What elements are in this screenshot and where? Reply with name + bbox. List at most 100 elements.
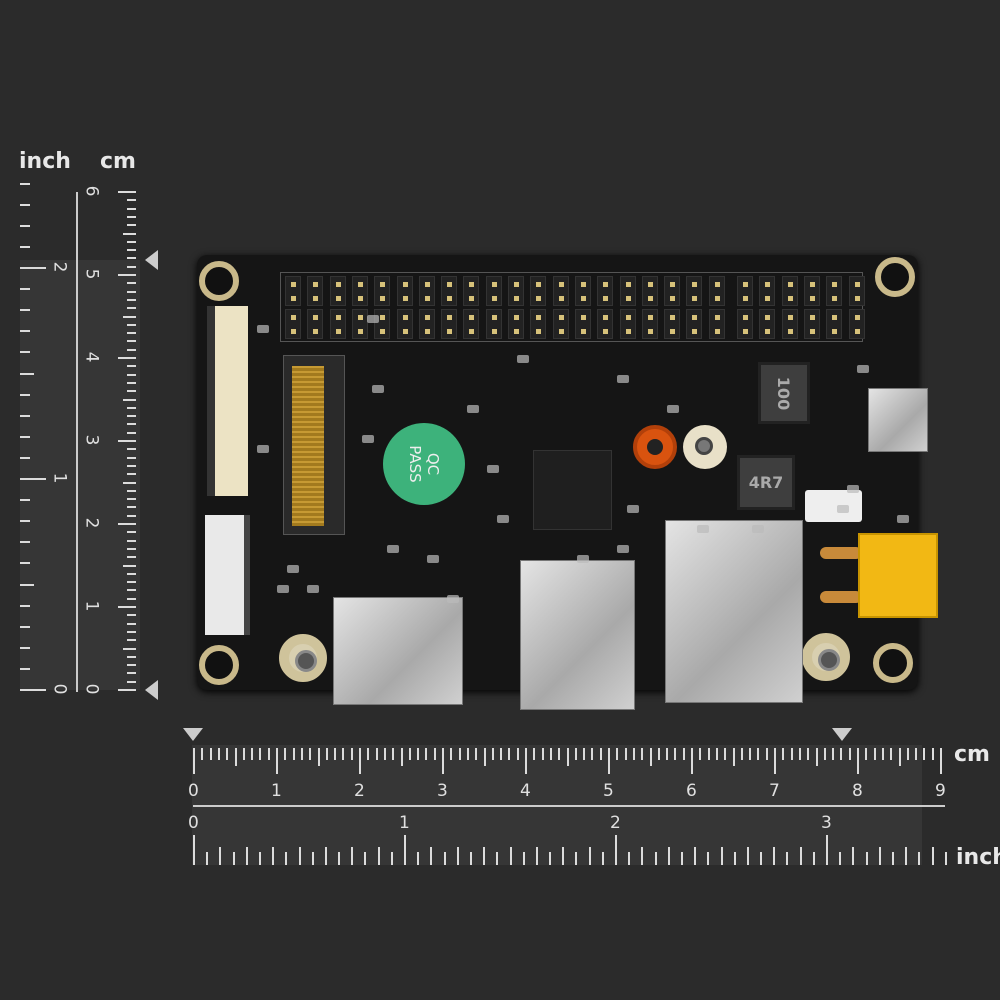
cm-tick [798,748,801,760]
smd-component [627,505,639,513]
smd-component [257,325,269,333]
cm-tick-label: 6 [81,185,102,197]
xt30-power-connector[interactable] [858,533,938,618]
cm-tick [334,748,337,760]
micro-usb-port[interactable] [868,388,928,452]
inch-tick [694,847,697,865]
inch-tick [20,667,30,670]
cm-tick [127,373,136,376]
inch-tick [20,203,30,206]
marker-triangle [145,680,158,700]
smd-component [447,595,459,603]
inductor-100: 100 [758,362,810,424]
bottom-ruler-inch-label: inch [956,845,1000,870]
cm-tick [699,748,702,760]
inch-tick [20,646,30,649]
cm-tick [691,748,693,774]
smd-component [257,445,269,453]
inch-tick [258,852,261,865]
cm-tick [127,207,136,210]
inch-tick-label: 0 [49,683,70,695]
inch-tick [483,847,486,865]
inductor-marking: 4R7 [748,473,784,492]
cm-tick-label: 3 [437,781,448,801]
cm-tick [127,290,136,293]
inch-tick [272,847,275,865]
qc-pass-sticker: QC PASS [383,423,465,505]
cm-tick [840,748,843,760]
cm-tick [127,199,136,202]
header-pin [848,276,865,306]
pcb-board: QC PASS 100 4R7 [197,255,938,710]
audio-jack-orange [633,425,677,469]
smd-component [752,525,764,533]
left-ruler-center-line [76,192,78,692]
cm-tick [782,748,785,760]
cm-tick [201,748,204,760]
header-pin [664,309,681,339]
header-pin [619,309,636,339]
usb-a-port[interactable] [520,560,635,710]
cm-tick [500,748,503,760]
inch-tick-label: 3 [821,813,832,833]
inch-tick [20,245,30,248]
cm-tick-label: 2 [354,781,365,801]
inch-tick [786,852,789,865]
header-pin [374,276,391,306]
cm-tick [616,748,619,760]
qc-pass-text: QC PASS [406,445,442,483]
cm-tick [127,332,136,335]
cm-tick [251,748,254,760]
cm-tick [127,614,136,617]
inch-tick [20,499,30,502]
cm-tick [757,748,760,760]
smd-component [307,585,319,593]
hdmi-port[interactable] [333,597,463,705]
header-pin [418,276,435,306]
inductor-marking: 100 [774,376,794,410]
inch-tick [20,414,30,417]
display-connector [283,355,345,535]
cm-tick [127,348,136,351]
smd-component [697,525,709,533]
cm-tick-label: 5 [81,268,102,280]
smd-component [667,405,679,413]
cm-tick [193,748,195,774]
cm-tick [608,748,610,774]
cm-tick [350,748,353,760]
header-pin [552,309,569,339]
cm-tick [127,597,136,600]
header-pin [441,276,458,306]
smd-component [577,555,589,563]
cm-tick [931,748,934,760]
cm-tick [127,473,136,476]
cm-tick [674,748,677,760]
cm-tick [127,572,136,575]
inch-tick [918,852,921,865]
header-pin [396,309,413,339]
ethernet-port[interactable] [665,520,803,703]
inch-tick [219,847,222,865]
jst-connector [805,490,862,522]
inch-tick [733,852,736,865]
header-pin [329,309,346,339]
header-pin [307,276,324,306]
inch-tick [720,847,723,865]
cm-tick [127,539,136,542]
header-pin [374,309,391,339]
inch-tick [654,852,657,865]
cm-tick [123,564,136,567]
cm-tick-label: 0 [81,683,102,695]
cm-tick [533,748,536,760]
marker-triangle [832,728,852,741]
cm-tick [566,748,569,766]
inch-tick [588,847,591,865]
cm-tick [483,748,486,766]
inch-tick [417,852,420,865]
cm-tick [209,748,212,760]
header-pin [826,276,843,306]
marker-triangle [145,250,158,270]
cm-tick-label: 1 [271,781,282,801]
cm-tick [127,431,136,434]
inch-tick-label: 2 [610,813,621,833]
